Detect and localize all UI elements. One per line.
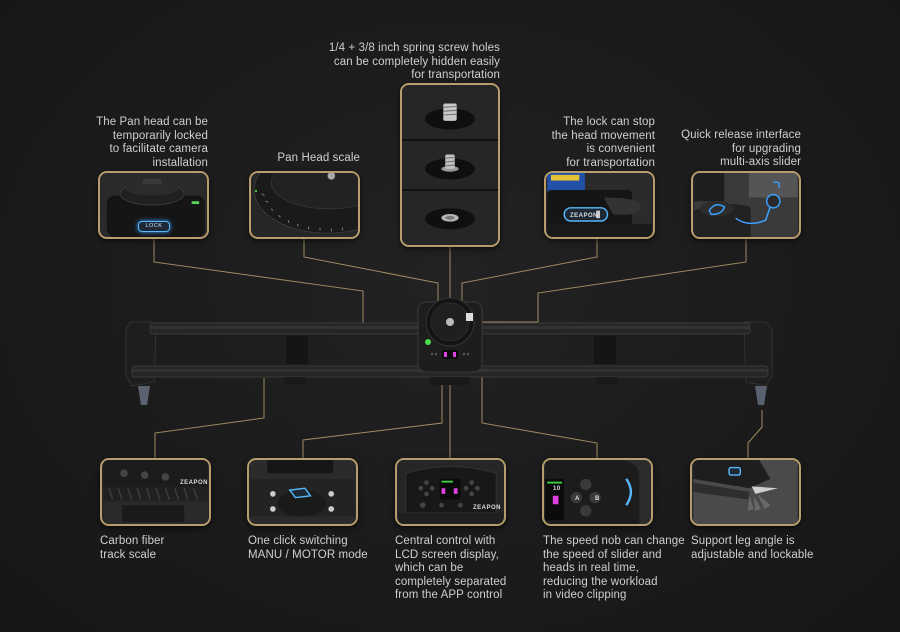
head-lock-illustration <box>547 173 652 237</box>
caption-quick-release: Quick release interface for upgrading mu… <box>680 129 801 170</box>
mode-switch-illustration <box>250 460 355 524</box>
panel-pan-lock: LOCK <box>98 171 209 239</box>
brand-label: ZEAPON <box>180 480 209 486</box>
caption-line: The speed nob can change <box>543 535 685 547</box>
caption-line: Carbon fiber <box>100 535 165 547</box>
brand-label: ZEAPON <box>473 505 502 511</box>
caption-line: LCD screen display, <box>395 548 499 561</box>
leader-line-speed-knob <box>481 350 598 460</box>
caption-line: installation <box>152 156 208 169</box>
caption-line: multi-axis slider <box>720 156 801 168</box>
caption-line: MANU / MOTOR mode <box>248 548 368 561</box>
caption-mode-switch: One click switching MANU / MOTOR mode <box>248 535 388 562</box>
caption-line: Pan Head scale <box>277 152 360 164</box>
caption-speed-knob: The speed nob can change the speed of sl… <box>543 535 703 603</box>
caption-line: in video clipping <box>543 589 627 601</box>
central-control-illustration <box>398 460 503 524</box>
caption-line: Central control with <box>395 535 496 547</box>
caption-line: for upgrading <box>731 142 801 155</box>
leader-line-carbon-track <box>154 378 265 460</box>
caption-carbon-track: Carbon fiber track scale <box>100 535 240 562</box>
caption-line: from the APP control <box>395 589 503 601</box>
screw-3 <box>425 208 475 230</box>
caption-line: adjustable and lockable <box>691 548 814 561</box>
panel-central-control: ZEAPON <box>395 458 506 526</box>
panel-mode-switch <box>247 458 358 526</box>
leader-line-pan-lock <box>153 238 364 328</box>
caption-pan-scale: Pan Head scale <box>250 152 360 166</box>
panel-support-leg <box>690 458 801 526</box>
caption-line: is convenient <box>586 143 655 155</box>
lcd-value: 10 <box>553 486 561 492</box>
caption-line: the head movement <box>551 129 655 142</box>
support-leg-illustration <box>693 460 798 524</box>
caption-line: completely separated <box>395 575 507 588</box>
screw-2 <box>425 154 475 180</box>
screw-1 <box>425 103 475 130</box>
carriage-head <box>417 297 483 373</box>
caption-line: Support leg angle is <box>691 535 795 547</box>
caption-line: for transportation <box>411 69 500 81</box>
caption-line: One click switching <box>248 535 348 547</box>
left-end-cap <box>125 321 157 405</box>
caption-line: 1/4 + 3/8 inch spring screw holes <box>328 42 500 54</box>
leader-line-quick-release <box>482 238 747 323</box>
caption-line: The lock can stop <box>563 116 655 128</box>
caption-head-lock: The lock can stop the head movement is c… <box>540 116 655 170</box>
caption-pan-lock: The Pan head can be temporarily locked t… <box>90 116 208 170</box>
panel-carbon-track: ZEAPON <box>100 458 211 526</box>
caption-line: Quick release interface <box>681 129 801 141</box>
caption-line: track scale <box>100 548 157 561</box>
leader-line-support-leg <box>747 410 763 460</box>
carbon-track-illustration <box>103 460 208 524</box>
panel-screw-holes <box>400 83 500 247</box>
caption-line: heads in real time, <box>543 562 639 574</box>
leader-line-head-lock <box>461 238 598 305</box>
button-a: A <box>575 496 580 502</box>
caption-screw-holes: 1/4 + 3/8 inch spring screw holes can be… <box>320 42 500 83</box>
lock-button-highlight: LOCK <box>138 221 170 232</box>
button-b: B <box>595 496 600 502</box>
panel-head-lock: ZEAPON <box>544 171 655 239</box>
caption-line: for transportation <box>566 156 655 169</box>
leader-line-pan-scale <box>303 238 439 305</box>
caption-line: can be completely hidden easily <box>333 55 500 68</box>
leader-line-mode-switch <box>302 377 443 460</box>
caption-support-leg: Support leg angle is adjustable and lock… <box>691 535 851 562</box>
pan-head-scale-illustration <box>252 173 358 237</box>
brand-label: ZEAPON <box>570 213 599 219</box>
screw-holes-illustration <box>402 86 498 244</box>
caption-line: to facilitate camera <box>109 143 208 155</box>
caption-central-control: Central control with LCD screen display,… <box>395 535 535 603</box>
panel-quick-release <box>691 171 801 239</box>
caption-line: temporarily locked <box>112 129 208 142</box>
caption-line: The Pan head can be <box>96 116 208 128</box>
right-end-cap <box>743 321 773 405</box>
quick-release-illustration <box>694 173 798 237</box>
panel-speed-knob: 10 A B <box>542 458 653 526</box>
caption-line: reducing the workload <box>543 575 658 588</box>
caption-line: the speed of slider and <box>543 548 662 561</box>
speed-knob-illustration <box>545 460 650 524</box>
panel-pan-scale <box>249 171 360 239</box>
caption-line: which can be <box>395 562 464 574</box>
